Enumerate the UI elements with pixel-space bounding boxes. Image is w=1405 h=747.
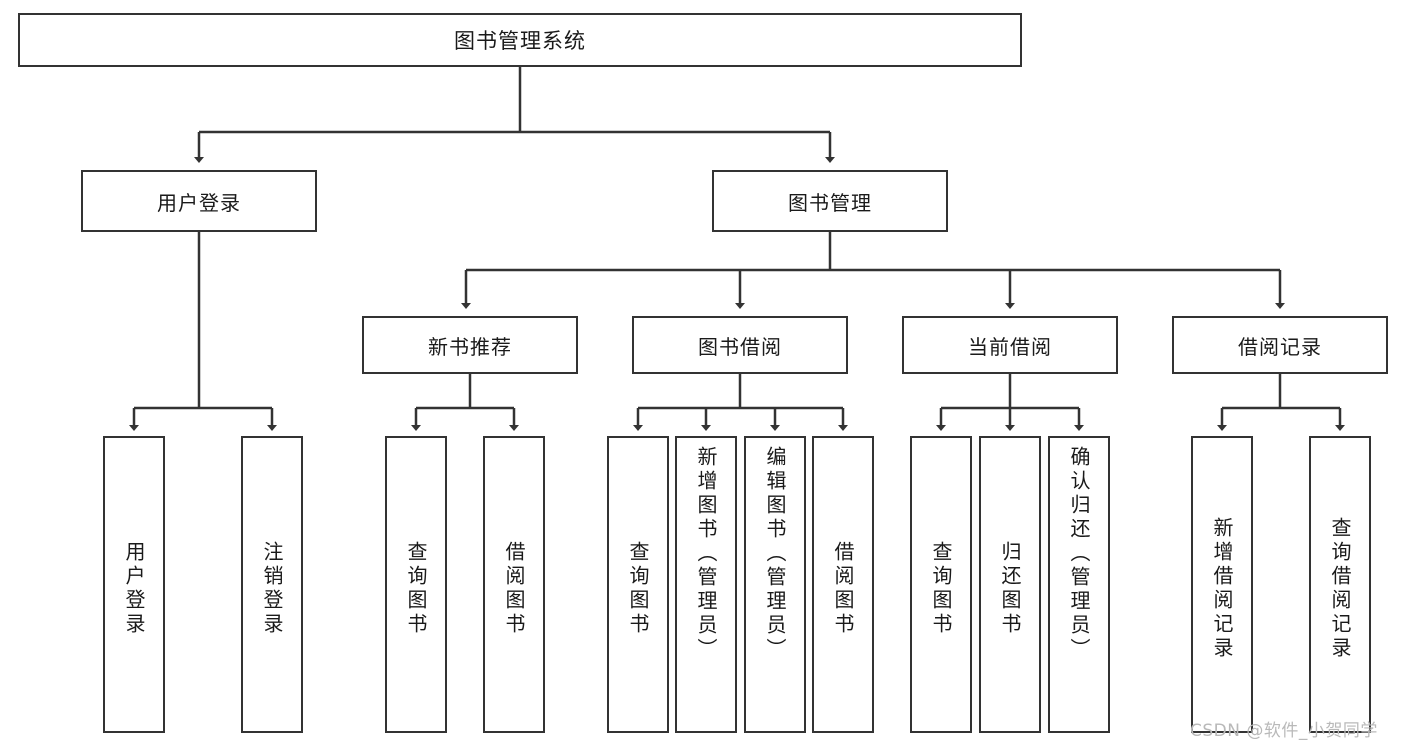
node-label: 用户登录 — [157, 190, 241, 215]
leaf-add-borrow-record[interactable]: 新增借阅记录 — [1191, 436, 1253, 733]
leaf-label: 查询借阅记录 — [1328, 516, 1352, 661]
node-book-management-system[interactable]: 图书管理系统 — [18, 13, 1022, 67]
leaf-label: 借阅图书 — [831, 540, 855, 637]
leaf-user-login[interactable]: 用户登录 — [103, 436, 165, 733]
node-book-management[interactable]: 图书管理 — [712, 170, 948, 232]
node-label: 图书管理 — [788, 190, 872, 215]
leaf-edit-book-admin[interactable]: 编辑图书（管理员） — [744, 436, 806, 733]
node-label: 图书管理系统 — [454, 29, 586, 53]
leaf-label: 编辑图书（管理员） — [763, 446, 787, 662]
leaf-label: 新增图书（管理员） — [694, 446, 718, 662]
leaf-query-book-borrow[interactable]: 查询图书 — [607, 436, 669, 733]
leaf-return-book[interactable]: 归还图书 — [979, 436, 1041, 733]
leaf-logout[interactable]: 注销登录 — [241, 436, 303, 733]
leaf-query-borrow-record[interactable]: 查询借阅记录 — [1309, 436, 1371, 733]
node-label: 图书借阅 — [698, 334, 782, 359]
node-user-login[interactable]: 用户登录 — [81, 170, 317, 232]
leaf-label: 归还图书 — [998, 540, 1022, 637]
node-new-book-recommend[interactable]: 新书推荐 — [362, 316, 578, 374]
node-book-borrow[interactable]: 图书借阅 — [632, 316, 848, 374]
leaf-label: 注销登录 — [260, 540, 284, 637]
node-borrow-record[interactable]: 借阅记录 — [1172, 316, 1388, 374]
leaf-label: 查询图书 — [929, 540, 953, 637]
leaf-label: 新增借阅记录 — [1210, 516, 1234, 661]
node-label: 借阅记录 — [1238, 334, 1322, 359]
leaf-label: 查询图书 — [626, 540, 650, 637]
leaf-label: 确认归还（管理员） — [1067, 446, 1091, 662]
leaf-query-book-recommend[interactable]: 查询图书 — [385, 436, 447, 733]
leaf-borrow-book[interactable]: 借阅图书 — [812, 436, 874, 733]
leaf-query-book-current[interactable]: 查询图书 — [910, 436, 972, 733]
node-current-borrow[interactable]: 当前借阅 — [902, 316, 1118, 374]
leaf-add-book-admin[interactable]: 新增图书（管理员） — [675, 436, 737, 733]
leaf-label: 查询图书 — [404, 540, 428, 637]
leaf-label: 用户登录 — [122, 540, 146, 637]
leaf-borrow-book-recommend[interactable]: 借阅图书 — [483, 436, 545, 733]
watermark-text: CSDN @软件_小贺同学 — [1190, 721, 1378, 741]
leaf-confirm-return-admin[interactable]: 确认归还（管理员） — [1048, 436, 1110, 733]
node-label: 新书推荐 — [428, 334, 512, 359]
leaf-label: 借阅图书 — [502, 540, 526, 637]
node-label: 当前借阅 — [968, 334, 1052, 359]
